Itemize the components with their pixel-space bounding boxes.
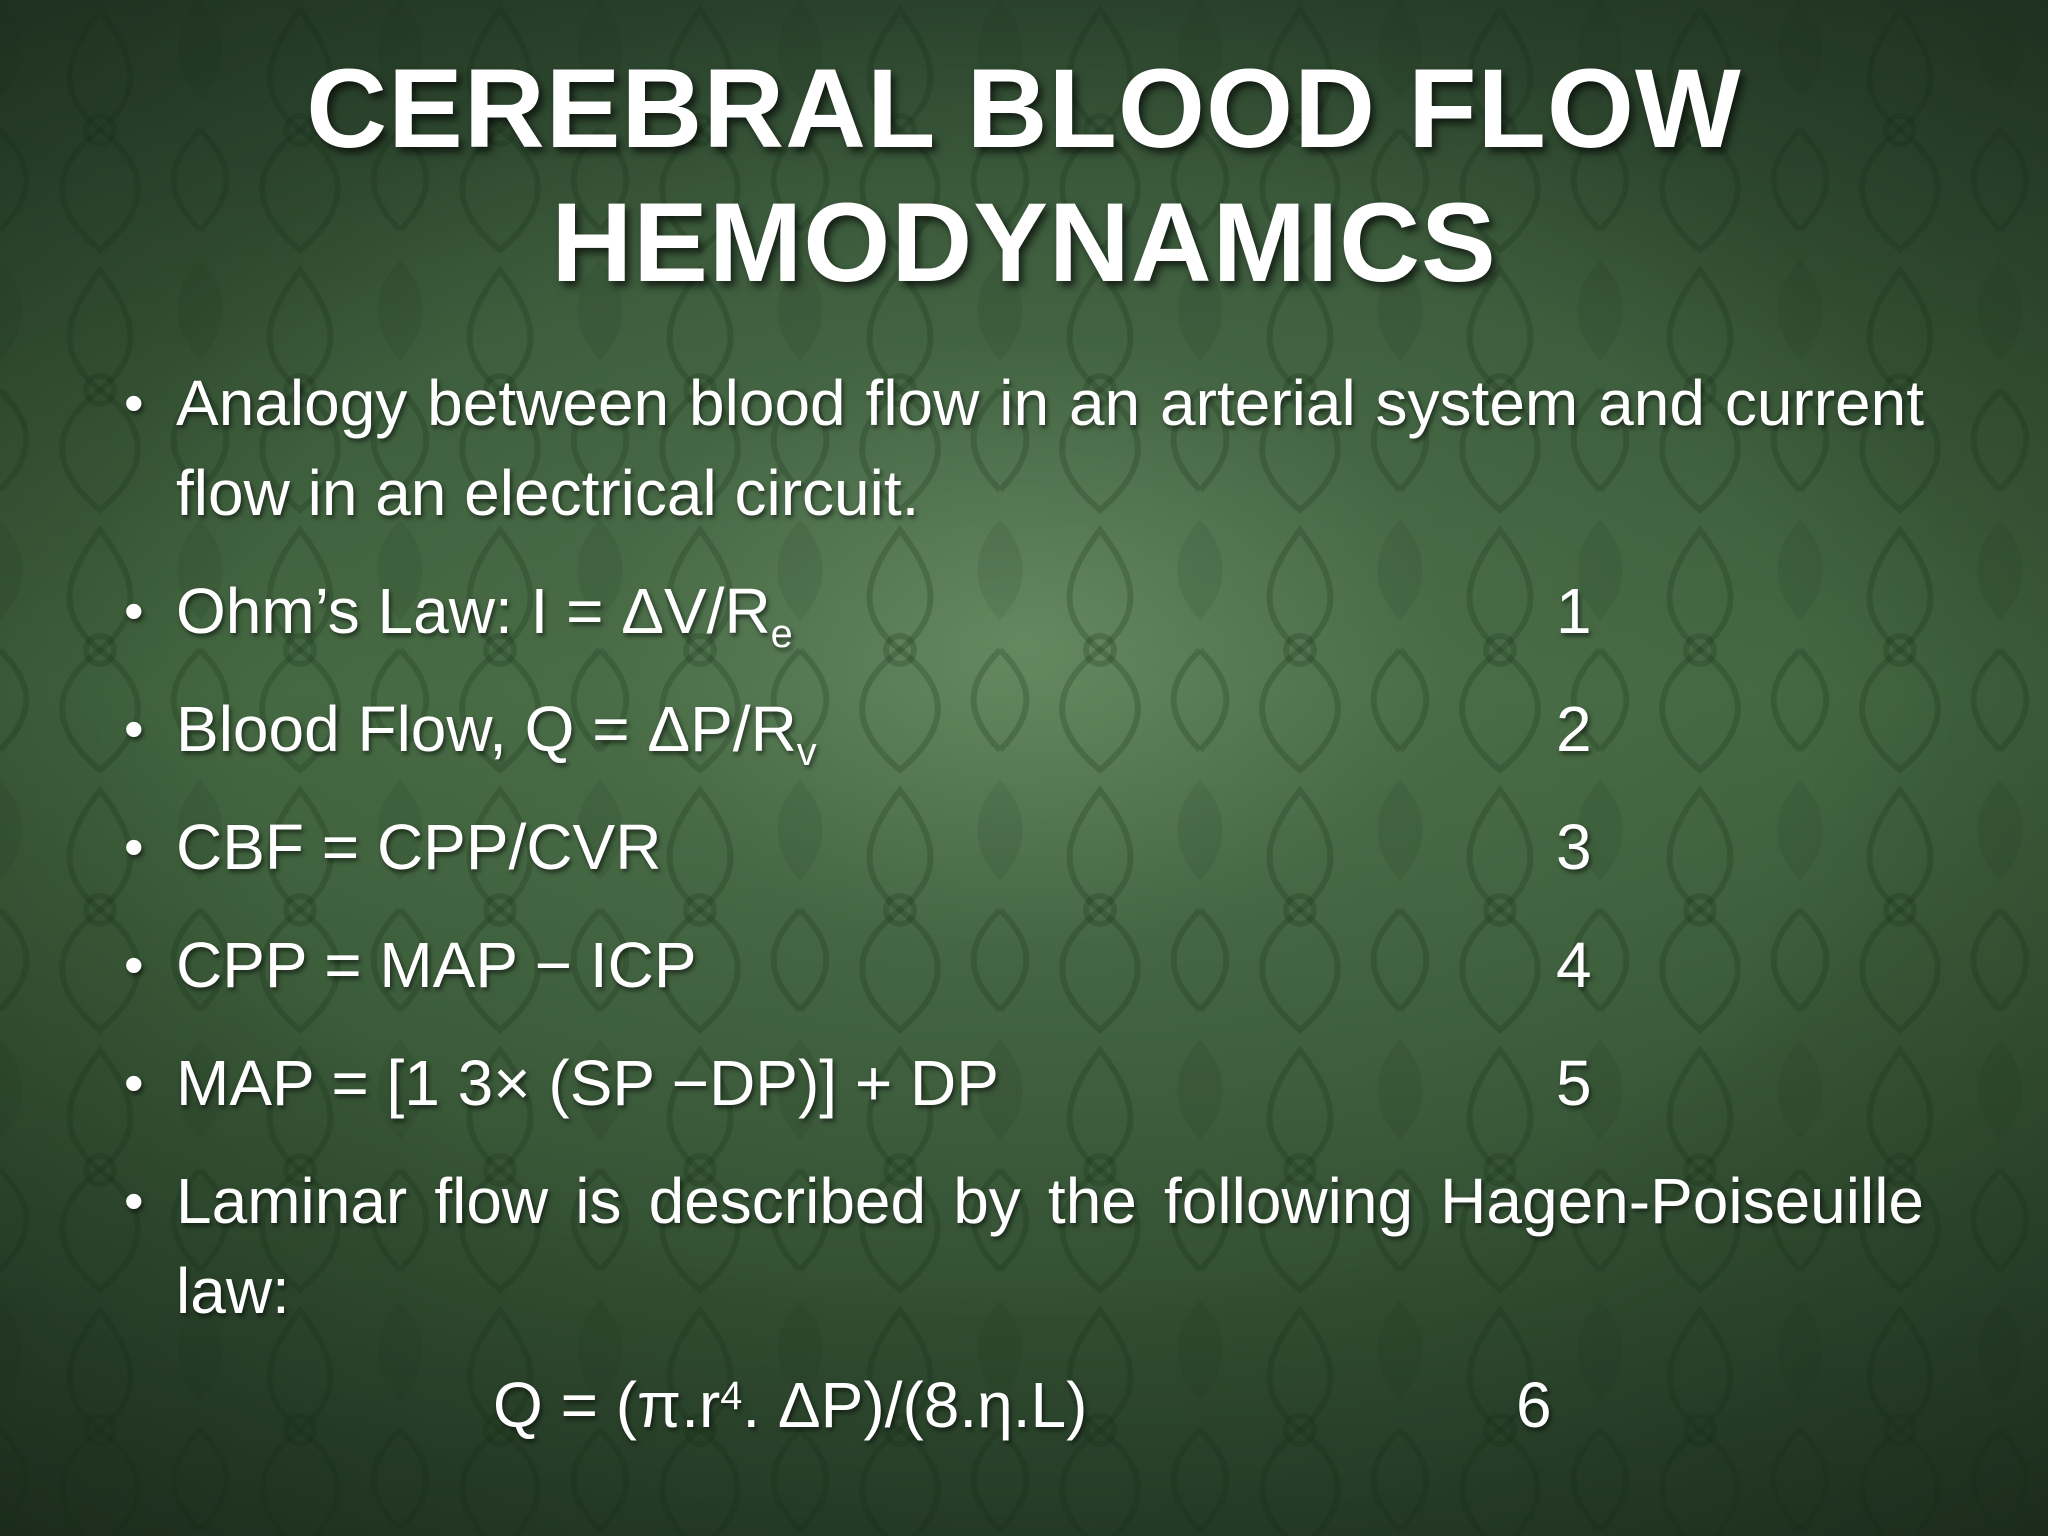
cbf-text: CBF = CPP/CVR	[176, 811, 662, 883]
title-line-1: CEREBRAL BLOOD FLOW	[306, 46, 1742, 171]
equation-number-1: 1	[1556, 575, 1592, 647]
blood-flow-text: Blood Flow, Q = ΔP/R	[176, 693, 797, 765]
bullet-analogy-text: Analogy between blood flow in an arteria…	[176, 367, 1924, 529]
bullet-dot: •	[124, 371, 144, 434]
equation-number-4: 4	[1556, 929, 1592, 1001]
ohms-law-text: Ohm’s Law: I = ΔV/R	[176, 575, 771, 647]
equation-number-2: 2	[1556, 693, 1592, 765]
map-text: MAP = [1 3× (SP −DP)] + DP	[176, 1047, 999, 1119]
equation-number-3: 3	[1556, 811, 1592, 883]
bullet-blood-flow: • Blood Flow, Q = ΔP/Rv 2	[124, 684, 1924, 774]
bullet-dot: •	[124, 697, 144, 760]
bullet-analogy: • Analogy between blood flow in an arter…	[124, 358, 1924, 538]
equation-number-5: 5	[1556, 1047, 1592, 1119]
equation-pre: Q = (π.r	[493, 1369, 721, 1441]
bullet-map: • MAP = [1 3× (SP −DP)] + DP 5	[124, 1038, 1924, 1128]
bullet-dot: •	[124, 1051, 144, 1114]
bullet-cpp: • CPP = MAP − ICP 4	[124, 920, 1924, 1010]
cpp-text: CPP = MAP − ICP	[176, 929, 697, 1001]
equation-exponent: 4	[720, 1374, 743, 1419]
title-line-2: HEMODYNAMICS	[551, 180, 1497, 305]
bullet-dot: •	[124, 579, 144, 642]
slide-title: CEREBRAL BLOOD FLOW HEMODYNAMICS	[0, 42, 2048, 310]
bullet-ohms-law: • Ohm’s Law: I = ΔV/Re 1	[124, 566, 1924, 656]
bullet-dot: •	[124, 1169, 144, 1232]
bullet-cbf: • CBF = CPP/CVR 3	[124, 802, 1924, 892]
bullet-laminar-flow: • Laminar flow is described by the follo…	[124, 1156, 1924, 1336]
equation-number-6: 6	[1516, 1369, 1552, 1441]
hagen-poiseuille-equation: Q = (π.r4. ΔP)/(8.η.L)	[493, 1360, 1087, 1450]
bullet-list: • Analogy between blood flow in an arter…	[124, 358, 1924, 1336]
bullet-dot: •	[124, 933, 144, 996]
blood-flow-subscript: v	[796, 729, 817, 774]
ohms-law-subscript: e	[770, 611, 793, 656]
laminar-flow-text: Laminar flow is described by the followi…	[176, 1165, 1924, 1327]
bullet-dot: •	[124, 815, 144, 878]
equation-post: . ΔP)/(8.η.L)	[742, 1369, 1088, 1441]
